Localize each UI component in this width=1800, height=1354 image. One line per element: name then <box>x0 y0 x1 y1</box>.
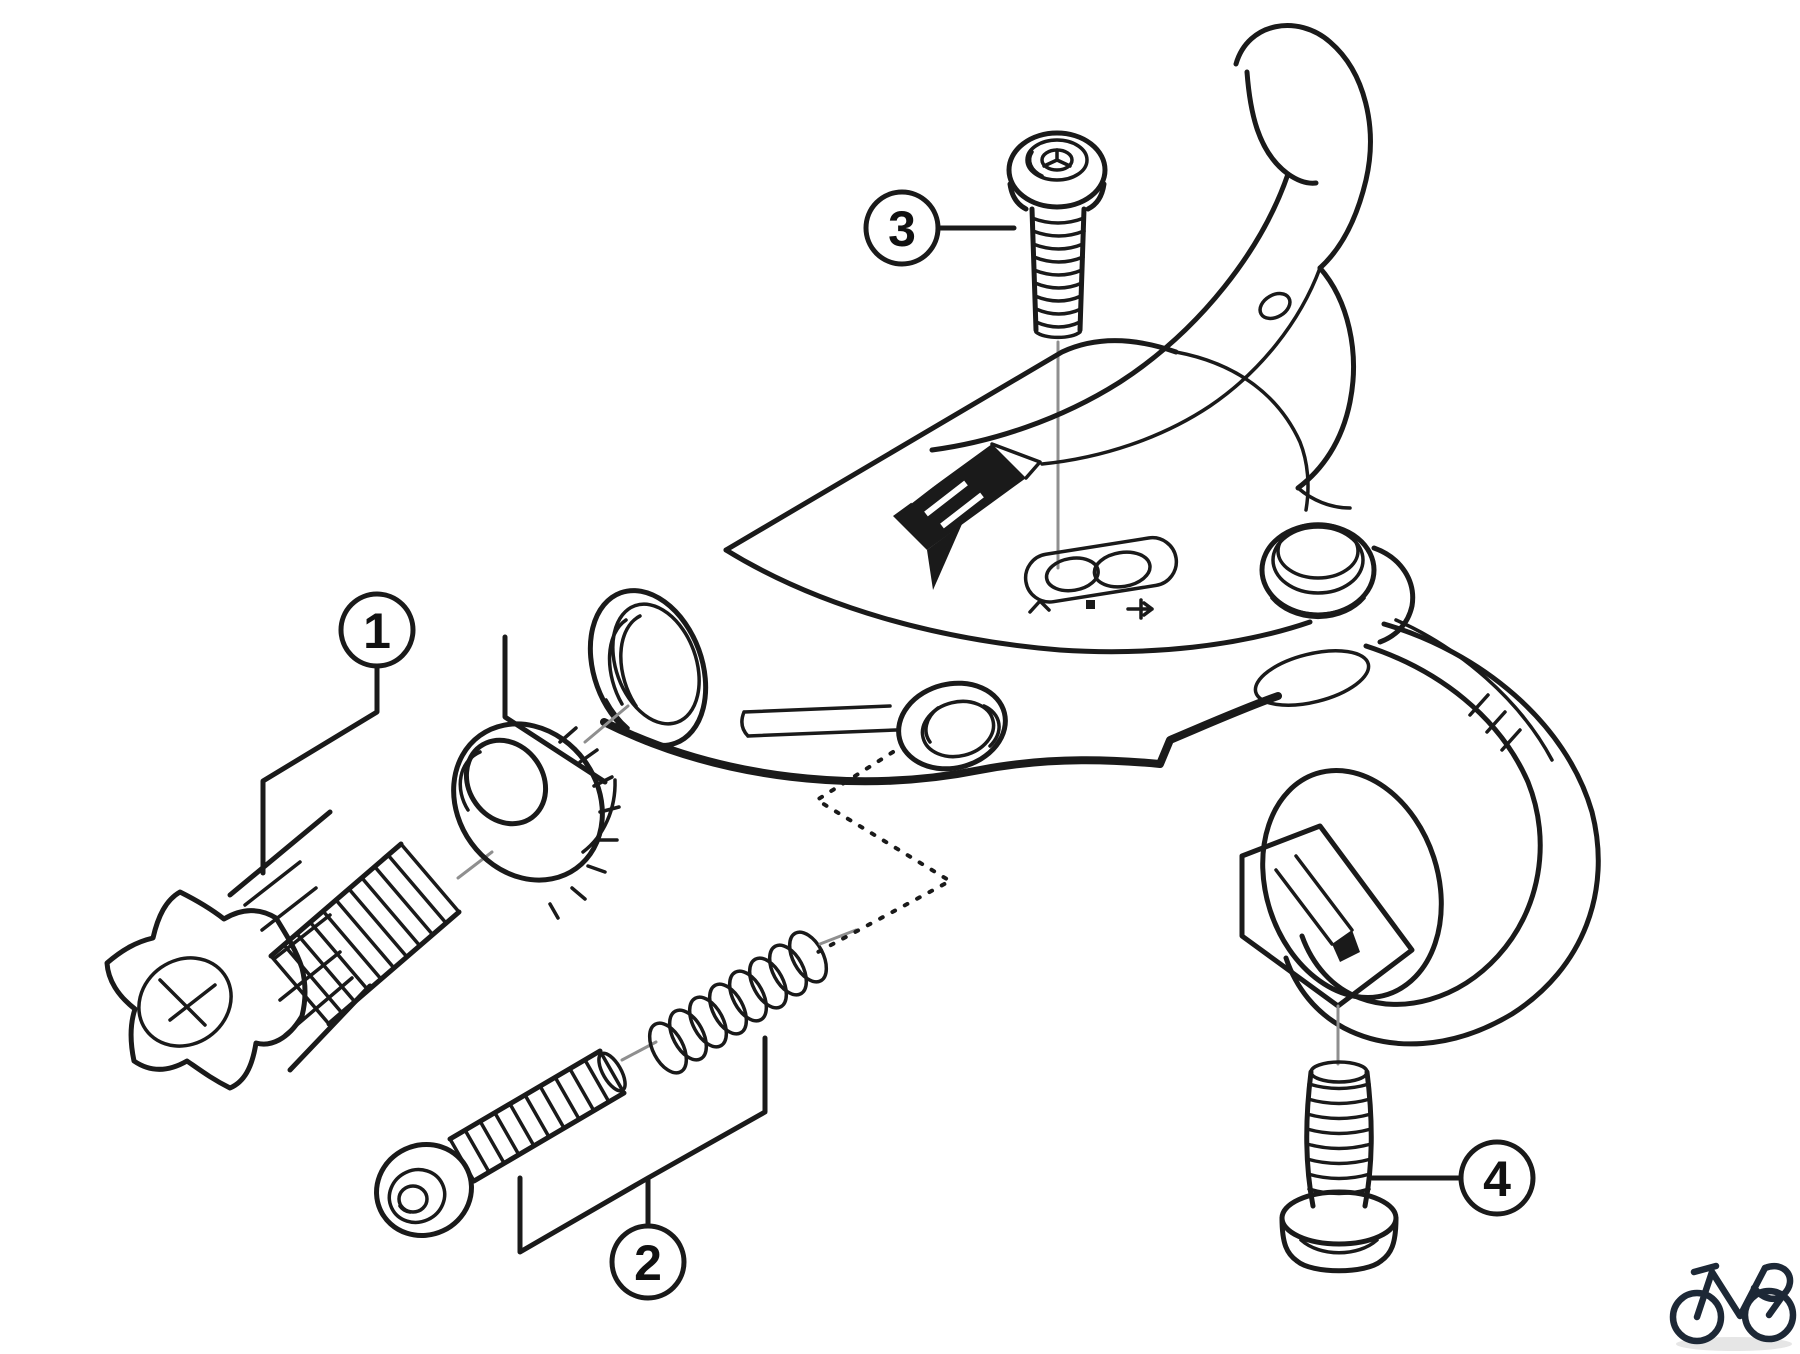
callout-3: 3 <box>863 189 941 267</box>
callout-1: 1 <box>338 591 416 669</box>
threaded-mouth <box>587 588 709 748</box>
callout-4-number: 4 <box>1483 1151 1511 1207</box>
callout-2-number: 2 <box>634 1235 662 1291</box>
handlebar-opening <box>1260 768 1444 1000</box>
brake-lever-body <box>587 338 1416 786</box>
callout-leaders <box>260 225 1464 1255</box>
lever-blade <box>929 23 1373 510</box>
callout-1-leader <box>260 663 380 876</box>
brand-logo-mark <box>893 442 1042 590</box>
barrel-adjuster <box>104 809 462 1091</box>
clamp-bolt <box>1279 1060 1399 1274</box>
axis-centerline <box>818 928 858 946</box>
axis-centerline <box>583 704 630 744</box>
callout-3-number: 3 <box>888 201 916 257</box>
clamp-band <box>1239 618 1601 1047</box>
adjuster-screw <box>374 1048 627 1239</box>
return-spring <box>647 930 829 1075</box>
hex-socket-icon <box>397 1184 429 1214</box>
axis-centerline <box>456 850 494 880</box>
callout-4: 4 <box>1458 1139 1536 1217</box>
adjustment-markings <box>1028 598 1154 620</box>
blade-hole <box>1258 291 1292 321</box>
spring-hole <box>896 680 1008 772</box>
pivot-cap <box>1259 522 1377 620</box>
mounting-screw <box>1006 130 1108 340</box>
callout-2-leader <box>517 1035 768 1255</box>
clamp-bolt-tab <box>1239 823 1415 1009</box>
callout-1-leader <box>502 634 608 785</box>
bicycle-logo-icon <box>1669 1262 1797 1351</box>
callout-1-number: 1 <box>363 603 391 659</box>
insertion-path-dashed-line <box>813 750 955 954</box>
callout-2: 2 <box>609 1223 687 1301</box>
screw-slot <box>1023 535 1179 604</box>
